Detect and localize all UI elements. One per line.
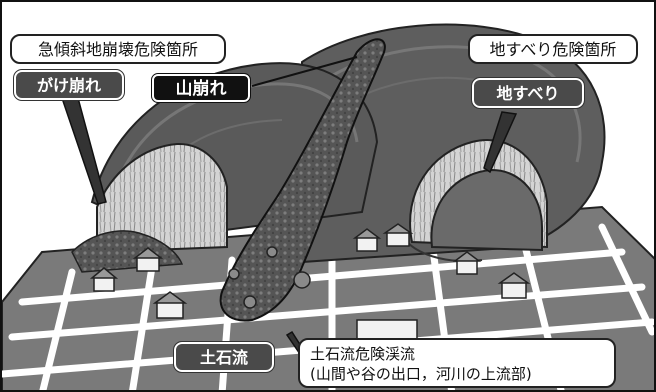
cliff-face (71, 142, 228, 273)
label-steep-slope-area: 急傾斜地崩壊危険箇所 (10, 34, 226, 64)
label-landslide-area: 地すべり危険箇所 (468, 34, 638, 64)
label-debris-flow: 土石流 (173, 341, 275, 373)
label-cliff-collapse: がけ崩れ (13, 69, 125, 101)
debris-flow-stream-note: (山間や谷の出口，河川の上流部) (310, 364, 532, 383)
label-debris-flow-stream: 土石流危険渓流 (山間や谷の出口，河川の上流部) (298, 338, 616, 388)
debris-flow-stream-title: 土石流危険渓流 (310, 345, 416, 363)
debris-flow-channel (219, 38, 386, 322)
label-landslide: 地すべり (471, 77, 585, 109)
label-mountain-collapse: 山崩れ (151, 73, 251, 103)
